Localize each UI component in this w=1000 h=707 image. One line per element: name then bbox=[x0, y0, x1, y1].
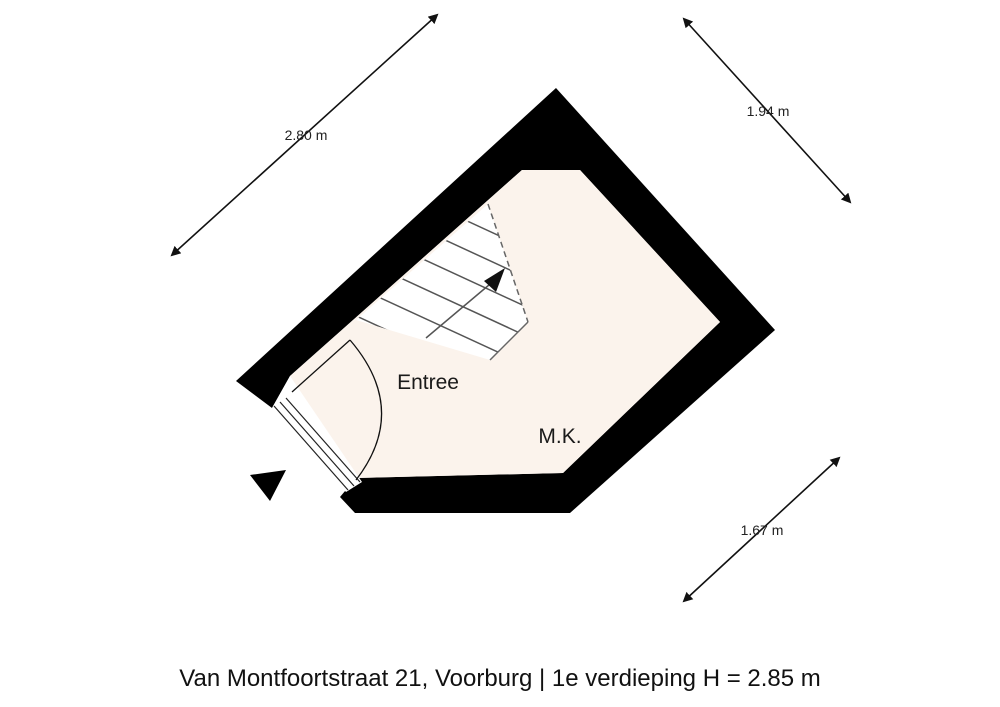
exterior-wall bbox=[236, 88, 775, 513]
dimension-top-right: 1.94 m bbox=[682, 17, 852, 204]
door-leaf bbox=[291, 339, 351, 393]
dimension-label: 2.80 m bbox=[285, 127, 328, 143]
stair-edge bbox=[489, 321, 529, 361]
door-swing bbox=[349, 339, 383, 481]
dimension-label: 1.67 m bbox=[741, 522, 784, 538]
dimension-line bbox=[682, 456, 841, 603]
dimension-bottom-right: 1.67 m bbox=[682, 456, 841, 603]
dimension-top-left: 2.80 m bbox=[170, 13, 439, 257]
door-frame bbox=[285, 397, 361, 483]
arrow-up-right-icon bbox=[484, 268, 505, 292]
stair-area bbox=[356, 204, 528, 360]
room-label-entree: Entree bbox=[397, 371, 459, 394]
dimension-line bbox=[170, 13, 439, 257]
dimension-line bbox=[682, 17, 852, 204]
floor-plan-caption: Van Montfoortstraat 21, Voorburg | 1e ve… bbox=[179, 665, 821, 692]
door-frame bbox=[273, 405, 349, 491]
stair-edge bbox=[487, 203, 529, 323]
door-frame bbox=[279, 401, 355, 487]
triangle-down-icon bbox=[250, 470, 286, 501]
dimension-label: 1.94 m bbox=[747, 103, 790, 119]
room-label-mk: M.K. bbox=[538, 425, 581, 448]
entrance-door bbox=[273, 339, 383, 491]
